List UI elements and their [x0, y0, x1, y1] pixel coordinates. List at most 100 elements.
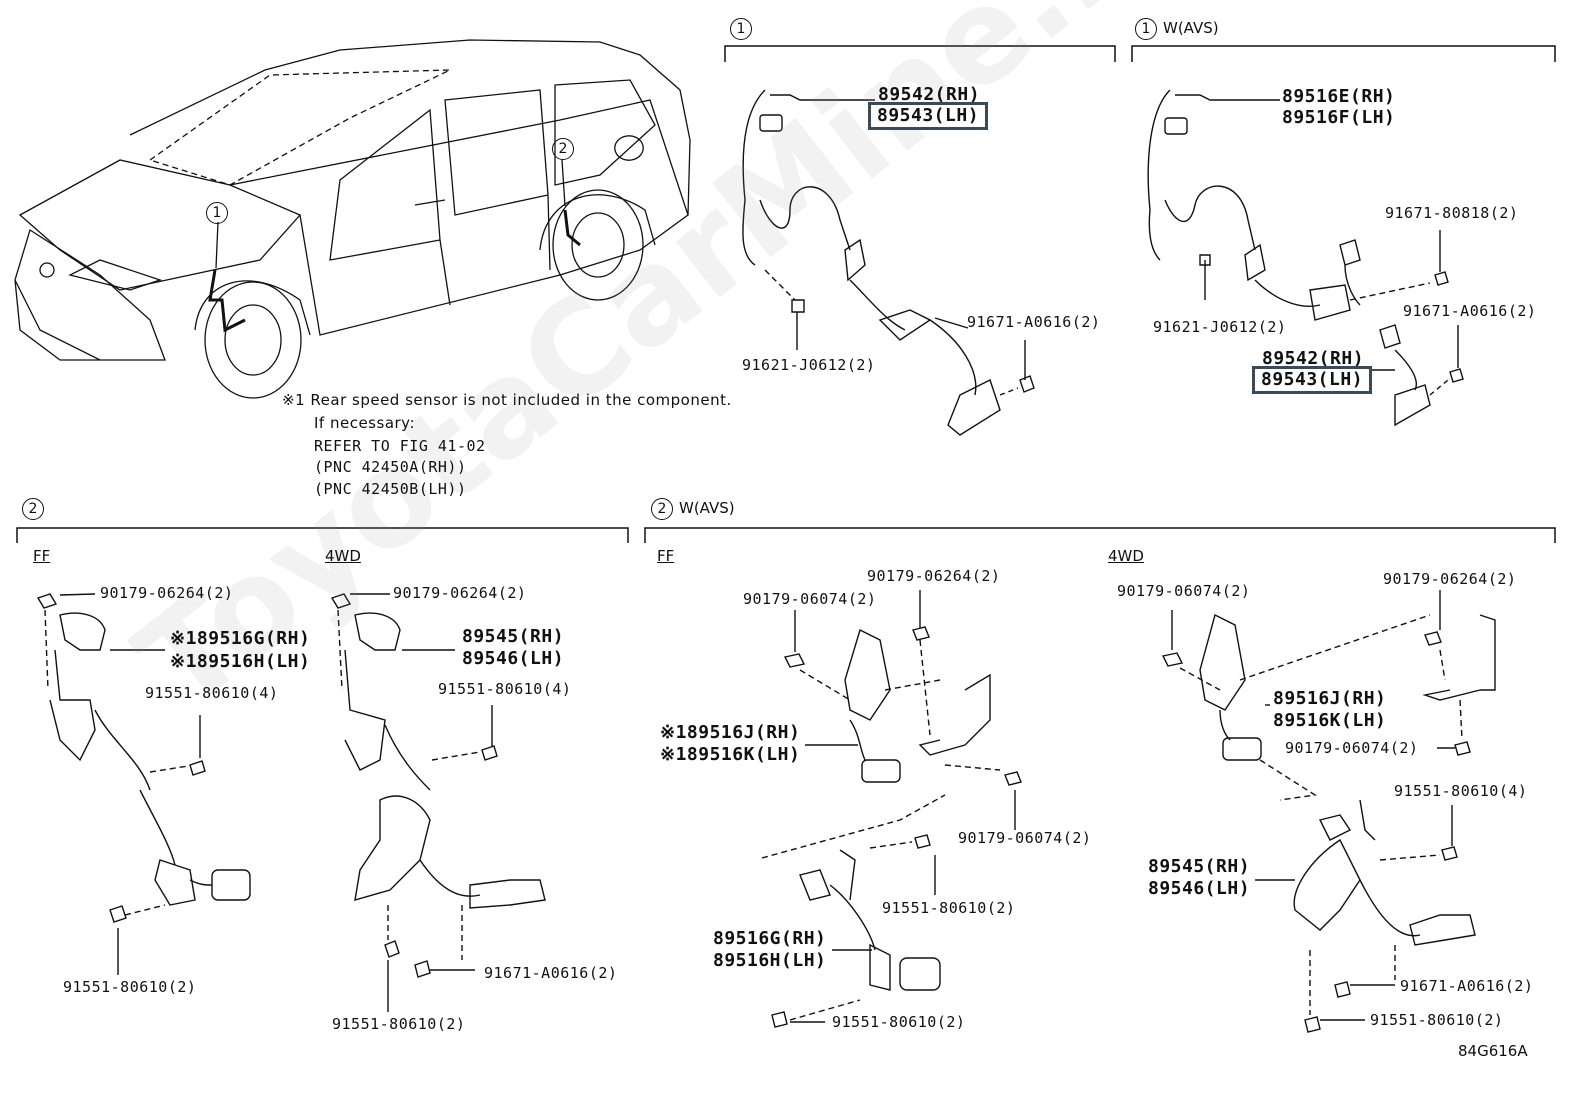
section-rear-avs-header: 2 W(AVS)	[651, 498, 735, 520]
callout-1-leader	[215, 221, 219, 269]
bracket-rear-avs	[644, 527, 1556, 543]
car-body-side	[229, 99, 689, 336]
note-line-3: REFER TO FIG 41-02	[314, 437, 486, 455]
car-rear-window	[554, 79, 656, 186]
front-bolt-a: 91621-J0612(2)	[742, 356, 876, 374]
rear-4wd-label: 4WD	[325, 547, 361, 565]
rear-4wd-nut: 90179-06264(2)	[393, 584, 527, 602]
rear-avs-ff-nut-b: 90179-06074(2)	[743, 590, 877, 608]
rear-avs-4wd-label: 4WD	[1108, 547, 1144, 565]
car-front-arch	[194, 280, 311, 336]
car-front-lower	[14, 279, 100, 361]
front-sensor-wire	[208, 269, 246, 333]
rear-avs-ff-part2-lh: 89516H(LH)	[713, 950, 827, 971]
section-front-number: 1	[730, 18, 752, 40]
car-fuel-cap	[614, 135, 644, 161]
rear-avs-4wd-bolt-a: 91551-80610(4)	[1394, 782, 1528, 800]
rear-4wd-bolt-c: 91551-80610(2)	[332, 1015, 466, 1033]
front-avs-bolt-c: 91671-80818(2)	[1385, 204, 1519, 222]
front-avs-part2-rh: 89542(RH)	[1262, 348, 1365, 369]
car-rear-wheel	[552, 189, 644, 301]
rear-4wd-bolt-a: 91551-80610(4)	[438, 680, 572, 698]
front-avs-bolt-b: 91671-A0616(2)	[1403, 302, 1537, 320]
car-roof-line	[129, 39, 691, 216]
rear-avs-ff-part2-rh: 89516G(RH)	[713, 928, 827, 949]
vehicle-illustration	[14, 39, 691, 399]
car-side-window-1	[329, 108, 441, 261]
rear-ff-nut: 90179-06264(2)	[100, 584, 234, 602]
front-avs-part-rh: 89516E(RH)	[1282, 86, 1396, 107]
rear-4wd-part-lh: 89546(LH)	[462, 648, 565, 669]
section-front-avs-title: W(AVS)	[1163, 19, 1219, 37]
rear-4wd-bolt-b: 91671-A0616(2)	[484, 964, 618, 982]
rear-avs-4wd-part2-lh: 89546(LH)	[1148, 878, 1251, 899]
car-door-line	[439, 194, 551, 306]
note-line-1: ※1 Rear speed sensor is not included in …	[282, 391, 732, 409]
rear-avs-4wd-nut-b: 90179-06074(2)	[1117, 582, 1251, 600]
rear-avs-4wd-sensor-art	[1161, 590, 1496, 1033]
diagram-code: 84G616A	[1458, 1042, 1528, 1060]
section-rear-header: 2	[22, 498, 50, 520]
bracket-rear	[16, 527, 629, 543]
rear-avs-ff-bolt-a: 91551-80610(2)	[882, 899, 1016, 917]
rear-avs-ff-label: FF	[657, 547, 675, 565]
rear-avs-4wd-nut-c: 90179-06074(2)	[1285, 739, 1419, 757]
rear-avs-4wd-nut-a: 90179-06264(2)	[1383, 570, 1517, 588]
section-front-header: 1	[730, 18, 758, 40]
rear-avs-ff-part-rh: ※189516J(RH)	[660, 722, 801, 743]
car-hood	[18, 159, 302, 291]
rear-4wd-sensor-art	[330, 593, 546, 1012]
front-bolt-b: 91671-A0616(2)	[967, 313, 1101, 331]
rear-avs-4wd-bolt-c: 91551-80610(2)	[1370, 1011, 1504, 1029]
bracket-front-avs	[1131, 45, 1556, 62]
car-front-grille	[14, 228, 166, 361]
rear-avs-ff-nut-c: 90179-06074(2)	[958, 829, 1092, 847]
car-front-wheel	[204, 281, 302, 399]
rear-ff-sensor-art	[36, 593, 251, 975]
section-rear-avs-number: 2	[651, 498, 673, 520]
rear-avs-ff-sensor-art	[761, 590, 1022, 1028]
rear-sensor-wire	[563, 209, 581, 247]
rear-avs-ff-bolt-b: 91551-80610(2)	[832, 1013, 966, 1031]
car-rear-arch	[539, 194, 656, 251]
car-callout-2: 2	[552, 138, 580, 160]
rear-avs-4wd-part2-rh: 89545(RH)	[1148, 856, 1251, 877]
note-line-2: If necessary:	[314, 414, 416, 432]
front-avs-sensor-art	[1147, 89, 1464, 427]
car-logo	[39, 262, 55, 278]
rear-avs-4wd-part-rh: 89516J(RH)	[1273, 688, 1387, 709]
note-line-4: (PNC 42450A(RH))	[314, 458, 467, 476]
section-rear-number: 2	[22, 498, 44, 520]
callout-2-leader	[561, 159, 566, 207]
front-sensor-art	[742, 89, 1035, 436]
rear-avs-ff-part-lh: ※189516K(LH)	[660, 744, 801, 765]
car-windshield	[148, 69, 451, 186]
note-line-5: (PNC 42450B(LH))	[314, 480, 467, 498]
car-rear-wheel-inner	[571, 212, 625, 278]
front-avs-part-lh: 89516F(LH)	[1282, 107, 1396, 128]
front-avs-bolt-a: 91621-J0612(2)	[1153, 318, 1287, 336]
rear-ff-bolt-a: 91551-80610(4)	[145, 684, 279, 702]
section-front-avs-header: 1 W(AVS)	[1135, 18, 1219, 40]
car-side-window-2	[444, 89, 549, 216]
car-door-handle-1	[414, 199, 446, 206]
bracket-front	[724, 45, 1116, 62]
rear-ff-bolt-b: 91551-80610(2)	[63, 978, 197, 996]
rear-ff-part-rh: ※189516G(RH)	[170, 628, 311, 649]
rear-avs-4wd-part-lh: 89516K(LH)	[1273, 710, 1387, 731]
section-rear-avs-title: W(AVS)	[679, 499, 735, 517]
car-front-wheel-inner	[224, 304, 282, 376]
front-part-rh: 89542(RH)	[878, 84, 981, 105]
section-front-avs-number: 1	[1135, 18, 1157, 40]
front-avs-part2-lh-highlight: 89543(LH)	[1252, 366, 1373, 394]
rear-ff-part-lh: ※189516H(LH)	[170, 651, 311, 672]
car-callout-1: 1	[206, 202, 234, 224]
rear-avs-4wd-bolt-b: 91671-A0616(2)	[1400, 977, 1534, 995]
rear-ff-label: FF	[33, 547, 51, 565]
rear-avs-ff-nut-a: 90179-06264(2)	[867, 567, 1001, 585]
car-headlight	[68, 259, 163, 291]
front-part-lh-highlight: 89543(LH)	[868, 102, 989, 130]
rear-4wd-part-rh: 89545(RH)	[462, 626, 565, 647]
section-brackets	[16, 45, 1556, 543]
